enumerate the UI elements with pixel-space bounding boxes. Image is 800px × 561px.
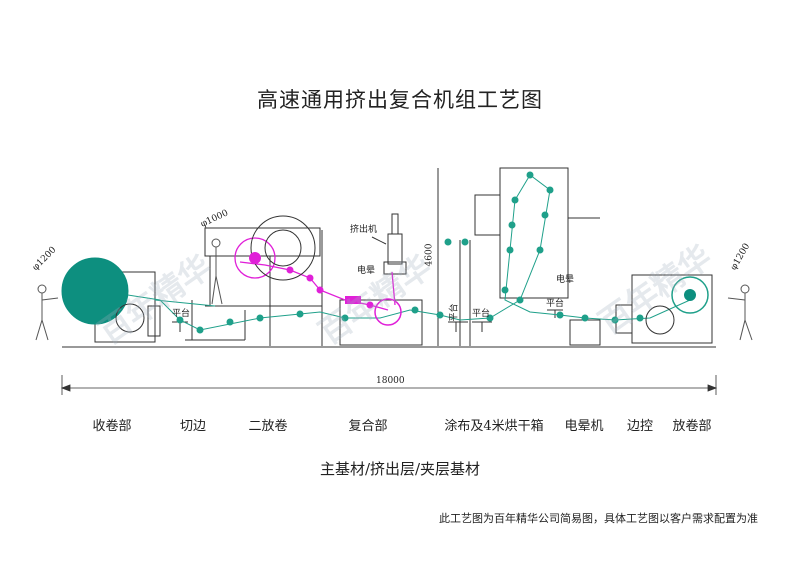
- operator-figures: [35, 238, 753, 341]
- total-length-label: 18000: [376, 376, 405, 386]
- material-legend: 主基材/挤出层/夹层基材: [319, 460, 481, 478]
- section-edge-guide: 边控: [626, 419, 654, 434]
- section-coating-oven: 涂布及4米烘干箱: [444, 419, 544, 434]
- section-second-unwind: 二放卷: [248, 419, 288, 434]
- second-unwind-top: [204, 227, 321, 257]
- extruder-die: [383, 261, 407, 275]
- corona-unit: [569, 319, 601, 346]
- second-unwind-roll: [249, 252, 261, 264]
- laminator-base: [339, 299, 423, 346]
- chill-roll: [374, 298, 402, 326]
- rewind-motor: [147, 305, 161, 337]
- platform-label: 平台: [449, 303, 460, 322]
- oven-height: 4600: [424, 243, 435, 267]
- platform-label: 平台: [472, 309, 491, 319]
- rewind-roll: [61, 257, 129, 325]
- footer-note: 此工艺图为百年精华公司简易图，具体工艺图以客户需求配置为准: [439, 512, 758, 525]
- unwind-roll: [671, 276, 709, 314]
- corona-top-label: 电晕: [357, 266, 376, 276]
- extruder-label: 挤出机: [350, 225, 378, 235]
- section-corona: 电晕机: [564, 419, 604, 434]
- section-rewind: 收卷部: [92, 419, 132, 434]
- platform-label: 平台: [172, 309, 191, 319]
- corona-right-label: 电晕: [556, 275, 575, 285]
- platform-label: 平台: [546, 299, 565, 309]
- diagram-title: 高速通用挤出复合机组工艺图: [257, 88, 543, 112]
- section-laminating: 复合部: [348, 419, 388, 434]
- section-unwind: 放卷部: [672, 419, 712, 434]
- section-edge-trim: 切边: [179, 419, 207, 434]
